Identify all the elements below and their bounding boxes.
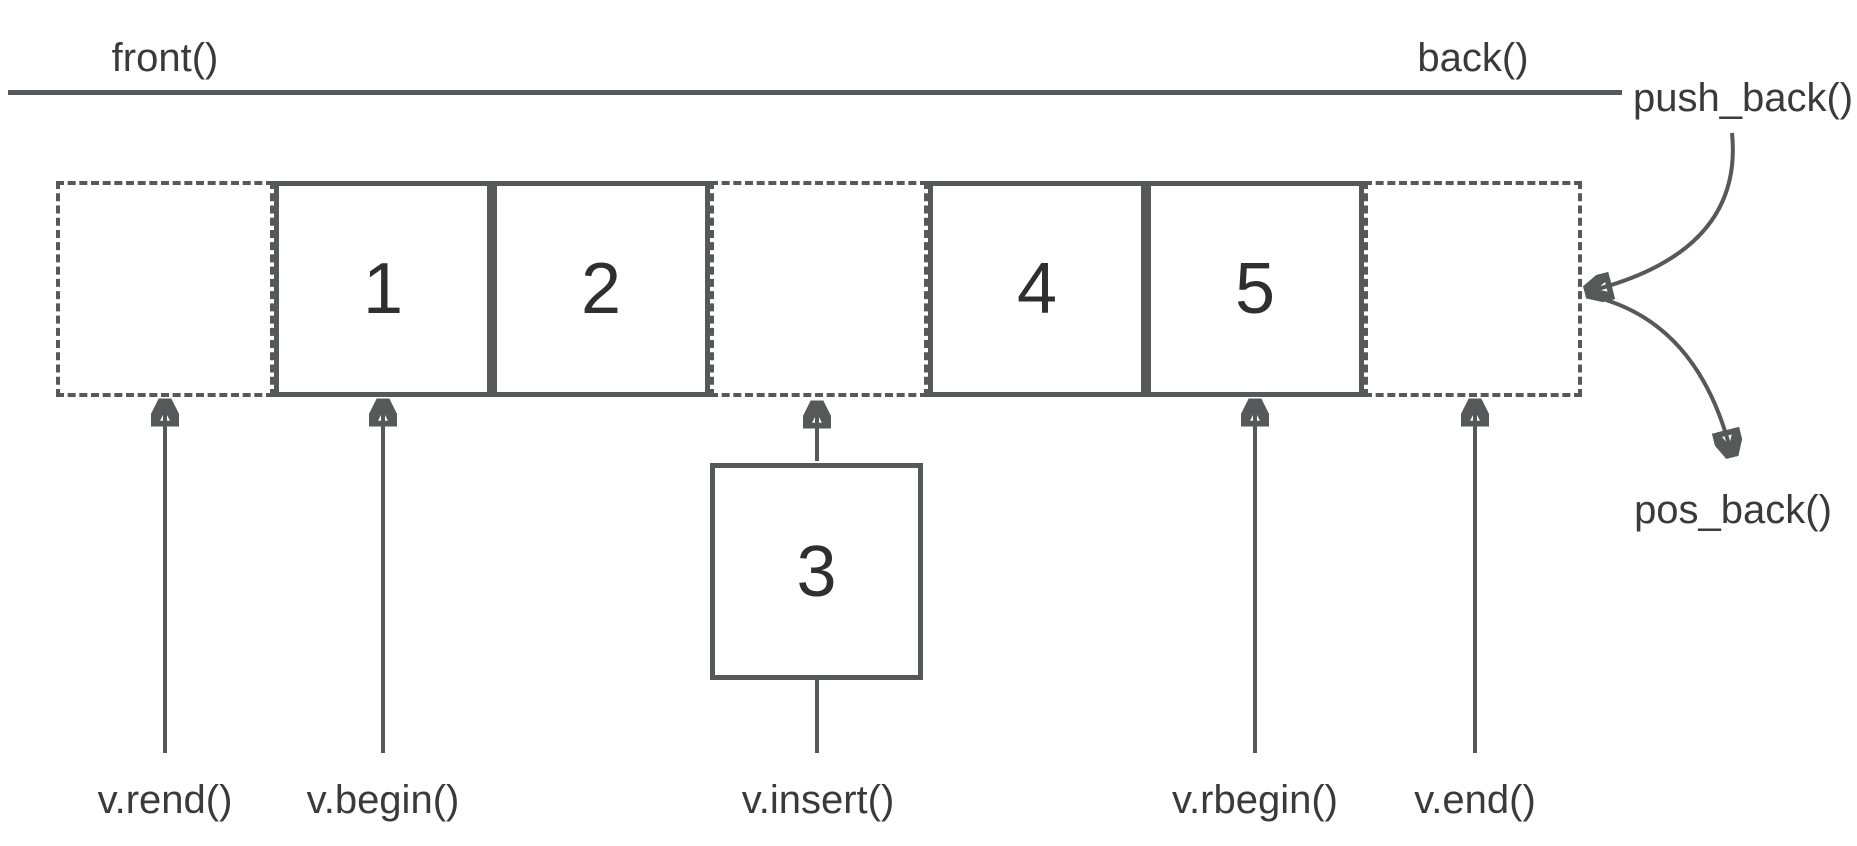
push-back-label: push_back() <box>1633 76 1854 120</box>
back-label: back() <box>1417 36 1529 80</box>
v-rend-label: v.rend() <box>97 778 233 822</box>
vector-cell-5: 5 <box>1146 181 1364 397</box>
pos-back-label: pos_back() <box>1634 488 1832 532</box>
top-boundary-line <box>8 90 1622 95</box>
vector-cell-reserve-front <box>56 181 274 397</box>
vector-cell-4: 4 <box>928 181 1146 397</box>
front-label: front() <box>111 36 219 80</box>
vector-cell-2: 2 <box>492 181 710 397</box>
cell-value: 1 <box>362 249 404 329</box>
vector-cell-1: 1 <box>274 181 492 397</box>
insert-box-value: 3 <box>796 531 837 612</box>
v-rbegin-label: v.rbegin() <box>1172 778 1338 822</box>
pos-back-curve-arrow <box>1605 298 1731 452</box>
v-begin-label: v.begin() <box>306 778 460 822</box>
v-end-label: v.end() <box>1414 778 1536 822</box>
vector-cell-reserve-back <box>1364 181 1582 397</box>
cell-value: 5 <box>1234 249 1276 329</box>
insert-value-box: 3 <box>710 463 923 680</box>
cell-value: 2 <box>580 249 622 329</box>
v-insert-label: v.insert() <box>741 778 895 822</box>
vector-cell-insert-slot <box>710 181 928 397</box>
push-back-curve-arrow <box>1590 132 1735 291</box>
cell-value: 4 <box>1016 249 1058 329</box>
